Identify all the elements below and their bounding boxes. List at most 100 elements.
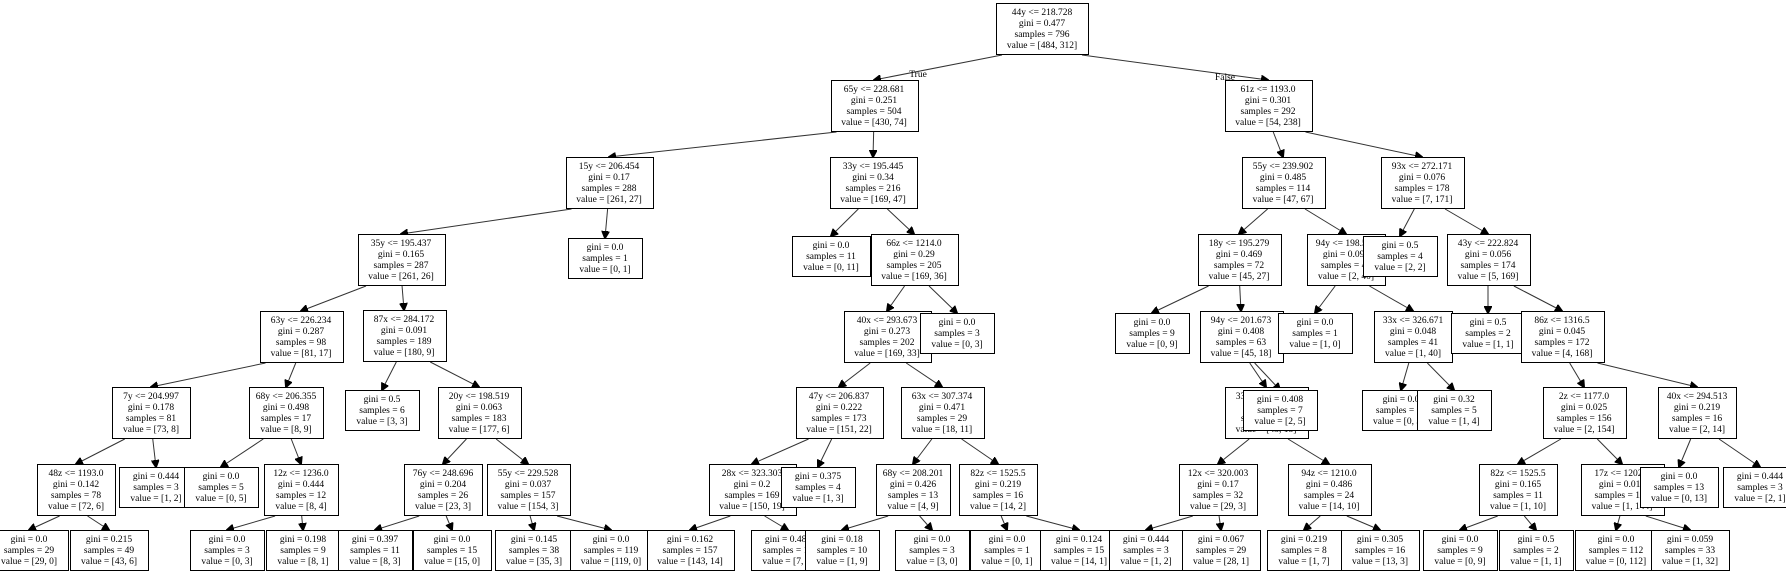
node-line: samples = 174 (1461, 261, 1516, 271)
node-line: samples = 292 (1241, 107, 1296, 117)
node-line: samples = 17 (261, 414, 311, 424)
node-line: gini = 0.048 (1390, 327, 1437, 337)
node-line: value = [43, 6] (81, 557, 137, 567)
node-line: samples = 1 (984, 546, 1030, 556)
node-box (1479, 464, 1558, 516)
edge-n29-n44 (818, 438, 833, 467)
node-box (1543, 387, 1627, 439)
node-line: gini = 0.0 (434, 535, 471, 545)
node-line: gini = 0.251 (851, 96, 898, 106)
node-box (970, 530, 1045, 571)
node-line: gini = 0.165 (1495, 480, 1542, 490)
node-line: value = [23, 3] (415, 502, 471, 512)
node-line: gini = 0.222 (816, 403, 863, 413)
node-line: 35y <= 195.437 (371, 239, 432, 249)
node-line: 40x <= 294.513 (1667, 392, 1728, 402)
node-line: value = [1, 3] (792, 494, 843, 504)
node-line: samples = 15 (1054, 546, 1104, 556)
node-line: samples = 2 (1465, 329, 1511, 339)
node-box (1499, 530, 1574, 571)
node-line: 44y <= 218.728 (1012, 8, 1073, 18)
node-line: samples = 183 (452, 414, 507, 424)
node-line: samples = 11 (350, 546, 400, 556)
edge-n15-n26 (286, 362, 297, 387)
node-line: value = [2, 2] (1374, 263, 1425, 273)
node-line: samples = 287 (374, 261, 429, 271)
node-box (358, 234, 446, 286)
node-line: 76y <= 248.696 (413, 469, 474, 479)
node-line: gini = 0.375 (795, 472, 842, 482)
node-line: value = [484, 312] (1007, 41, 1077, 51)
node-line: samples = 12 (276, 491, 326, 501)
node-box (1723, 467, 1786, 508)
node-line: gini = 0.0 (1661, 472, 1698, 482)
node-box (1651, 530, 1730, 571)
node-line: gini = 0.397 (352, 535, 399, 545)
node-box (1640, 467, 1719, 508)
node-line: value = [1, 4] (1428, 417, 1479, 427)
node-line: 40x <= 293.673 (857, 316, 918, 326)
node-line: samples = 63 (1216, 338, 1266, 348)
node-line: value = [28, 1] (1193, 557, 1249, 567)
node-box (345, 390, 420, 431)
node-line: samples = 72 (1214, 261, 1264, 271)
node-line: gini = 0.426 (890, 480, 937, 490)
edge-n30-n46 (961, 438, 998, 464)
node-line: value = [14, 2] (970, 502, 1026, 512)
node-line: value = [154, 3] (498, 502, 559, 512)
node-line: value = [1, 40] (1385, 349, 1441, 359)
node-line: gini = 0.162 (667, 535, 714, 545)
node-box (37, 464, 116, 516)
node-line: gini = 0.34 (852, 173, 894, 183)
node-line: value = [29, 0] (1, 557, 57, 567)
node-line: value = [4, 9] (887, 502, 938, 512)
node-line: 94y <= 201.673 (1211, 316, 1272, 326)
edge-n41-n58 (446, 515, 452, 530)
node-box (920, 313, 995, 354)
node-line: value = [169, 36] (881, 272, 947, 282)
node-line: 66z <= 1214.0 (886, 239, 942, 249)
node-line: value = [73, 8] (123, 425, 179, 435)
edge-n30-n45 (913, 438, 933, 464)
node-box (996, 3, 1089, 55)
node-box (796, 387, 884, 439)
node-line: value = [261, 27] (576, 195, 642, 205)
true-edge-label: True (909, 70, 927, 80)
node-box (792, 236, 871, 277)
node-line: 18y <= 195.279 (1209, 239, 1270, 249)
node-box (0, 530, 69, 571)
edge-n47-n68 (1219, 515, 1221, 530)
node-line: gini = 0.498 (263, 403, 310, 413)
node-line: samples = 169 (725, 491, 780, 501)
node-line: samples = 288 (582, 184, 637, 194)
node-line: samples = 16 (973, 491, 1023, 501)
node-box (1521, 311, 1605, 363)
node-line: samples = 1 (1292, 329, 1338, 339)
node-box (805, 530, 880, 571)
node-line: samples = 157 (501, 491, 556, 501)
node-box (487, 464, 571, 516)
node-line: gini = 0.0 (587, 243, 624, 253)
node-line: samples = 36 (1376, 406, 1426, 416)
node-line: samples = 796 (1015, 30, 1070, 40)
edge-n48-n70 (1346, 515, 1380, 530)
node-line: gini = 0.17 (1197, 480, 1239, 490)
node-box (338, 530, 413, 571)
